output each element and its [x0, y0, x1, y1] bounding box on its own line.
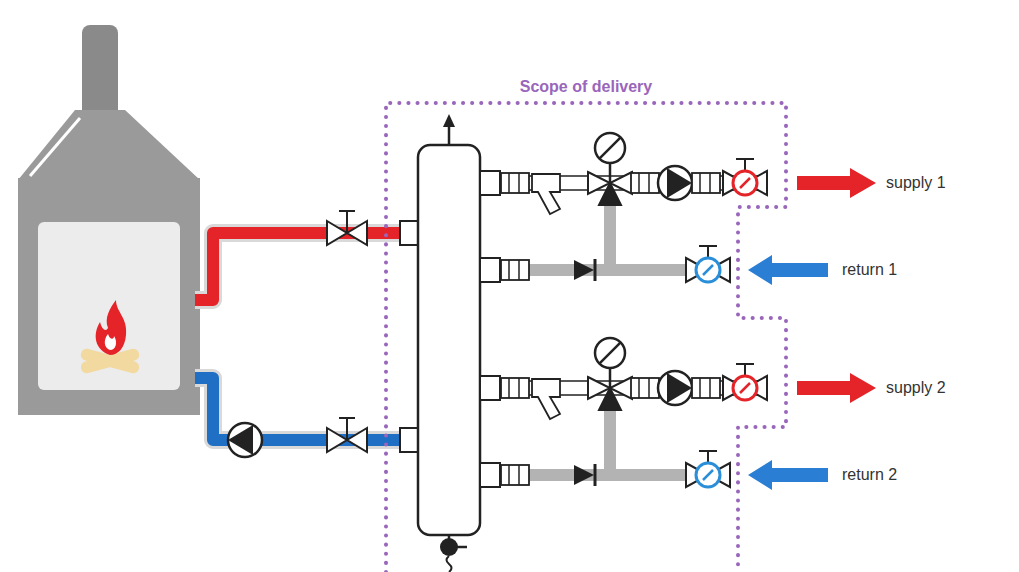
gate-valve — [327, 418, 367, 452]
gate-valve — [327, 211, 367, 245]
region-title: Scope of delivery — [385, 78, 787, 96]
fire-flame — [96, 300, 127, 355]
pipe-border — [195, 378, 400, 440]
flow-label: return 1 — [842, 260, 897, 279]
separator-nozzle — [400, 221, 418, 245]
pump-symbol — [228, 423, 262, 457]
drain-outflow — [447, 556, 452, 572]
flow-label: supply 2 — [886, 378, 946, 397]
stove-hood — [18, 110, 200, 180]
heating-circuit — [480, 133, 876, 285]
vent-arrow — [443, 114, 455, 127]
separator-nozzle — [400, 428, 418, 452]
hydraulic-separator — [418, 145, 480, 535]
heating-circuit — [480, 338, 876, 490]
scope-outline-path — [386, 103, 786, 572]
flow-label: return 2 — [842, 465, 897, 484]
stove-highlight — [30, 118, 80, 176]
stove-window — [38, 222, 180, 390]
drain-handle — [456, 546, 467, 549]
drain-valve — [440, 538, 458, 556]
scope-outline — [385, 60, 787, 572]
stove-body — [18, 178, 200, 415]
flow-pipe — [195, 233, 400, 300]
pipe-border — [195, 233, 400, 300]
fire-core — [105, 334, 116, 350]
return-pipe — [195, 378, 400, 440]
vent-line — [448, 125, 451, 145]
scope-region: Scope of delivery — [385, 60, 787, 572]
flow-label: supply 1 — [886, 173, 946, 192]
